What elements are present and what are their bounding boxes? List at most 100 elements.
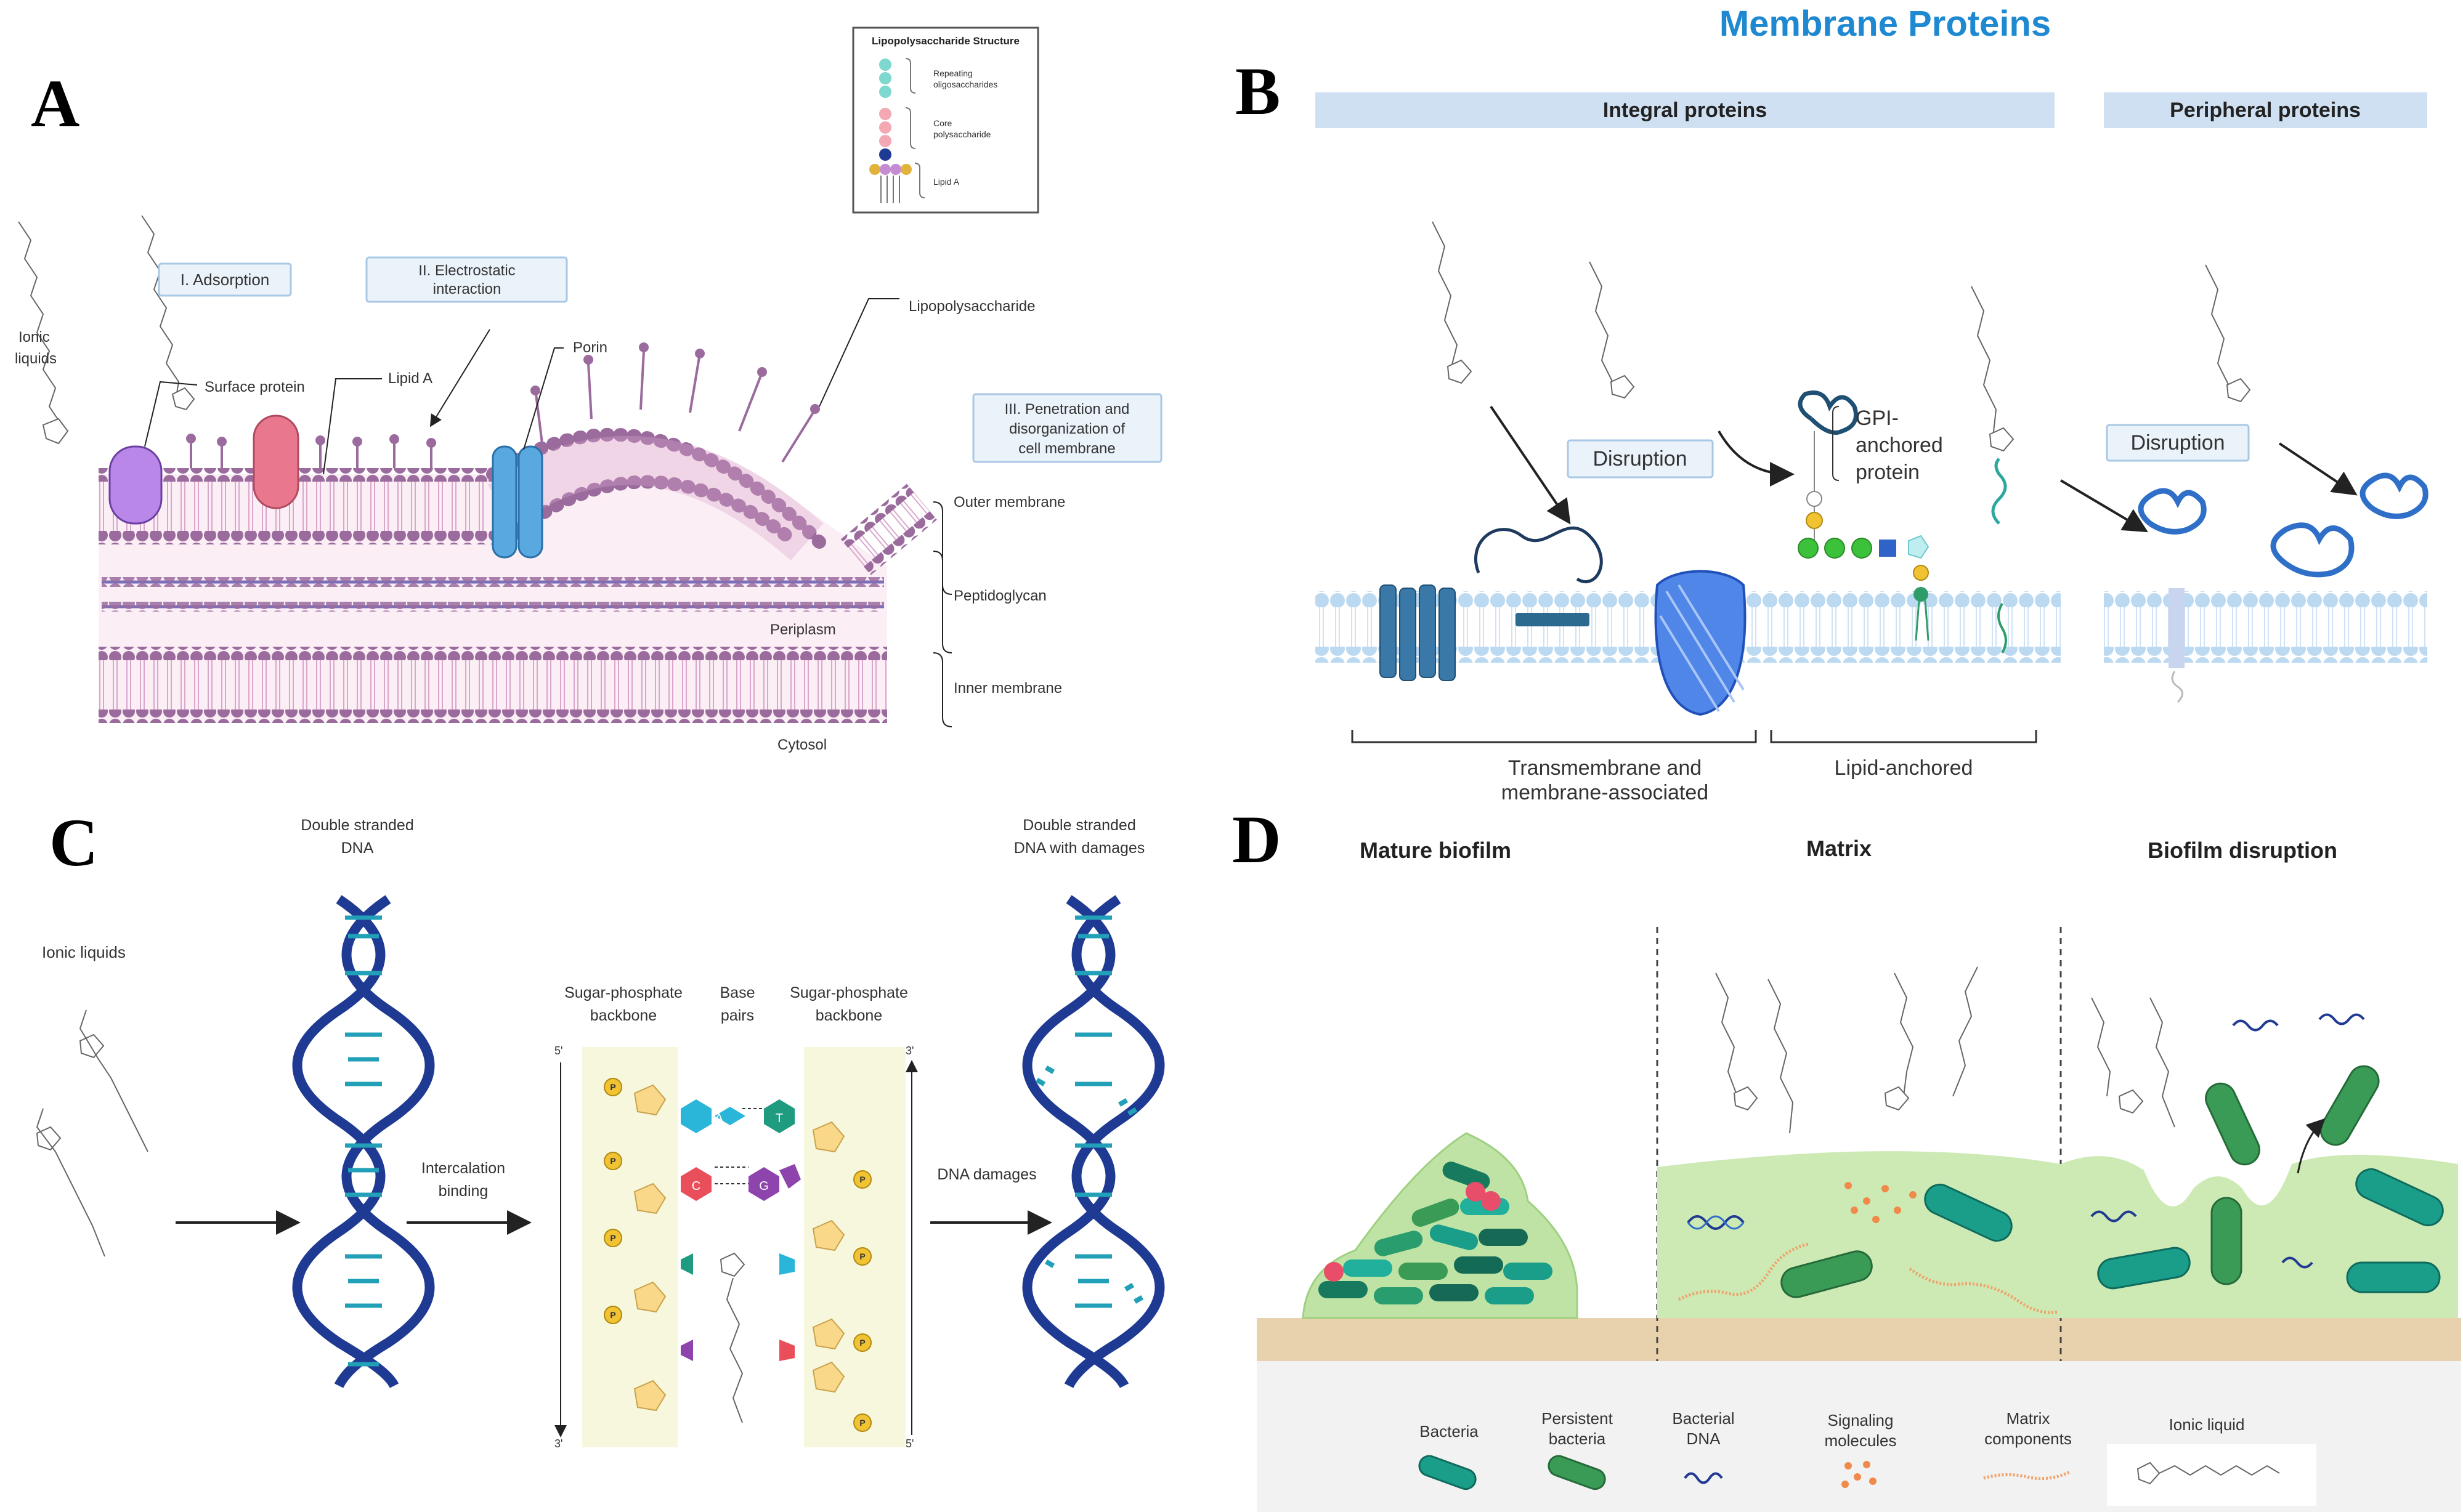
- adsorption-label: I. Adsorption: [181, 270, 270, 289]
- backbone-left-label-2: backbone: [590, 1007, 657, 1024]
- lipid-anchored-label: Lipid-anchored: [1835, 756, 1973, 780]
- biofilm-disruption-label: Biofilm disruption: [2148, 838, 2337, 863]
- transmembrane-label-2: membrane-associated: [1501, 781, 1708, 804]
- base-c-label: C: [692, 1179, 700, 1193]
- phosphate-l2: P: [610, 1156, 615, 1166]
- membrane-proteins-title: Membrane Proteins: [1719, 4, 2051, 44]
- beta-barrel-protein: [1654, 570, 1747, 716]
- electrostatic-label-1: II. Electrostatic: [418, 262, 515, 279]
- dna-damages-label: DNA damages: [937, 1166, 1036, 1183]
- lps-chain-icon: [869, 59, 912, 203]
- legend-bacteria-label: Bacteria: [1419, 1422, 1479, 1441]
- surface-protein-label: Surface protein: [205, 379, 305, 395]
- legend-dna-icon: [1684, 1472, 1723, 1484]
- lipid-anchored-tail: [1997, 602, 2007, 654]
- ds-dna-damaged-label-2: DNA with damages: [1014, 839, 1145, 857]
- ionic-liquids-a-1: Ionic: [18, 329, 50, 346]
- inner-membrane-tails: [99, 660, 887, 710]
- peptidoglycan-layer: [102, 577, 884, 612]
- peripheral-proteins-bar: [2104, 92, 2427, 128]
- outer-membrane-label: Outer membrane: [954, 494, 1065, 511]
- adsorption-box: [158, 262, 292, 297]
- panel-d: D Mature biofilm Matrix Biofilm disrupti…: [1232, 802, 2461, 1512]
- peripheral-proteins-label: Peripheral proteins: [2170, 99, 2361, 122]
- base-a-label: A: [715, 1112, 723, 1125]
- porin-label: Porin: [573, 339, 607, 356]
- ionic-liquids-a-2: liquids: [15, 350, 57, 367]
- cell-envelope: [99, 427, 937, 723]
- ionic-liquid-molecules-b: [1432, 221, 2251, 452]
- legend-matrix-label-1: Matrix: [2007, 1409, 2050, 1428]
- lps-structure-box: Lipopolysaccharide Structure Repeating: [852, 26, 1039, 214]
- periplasm-label: Periplasm: [770, 621, 836, 638]
- intercalated-ionic-liquid: [720, 1252, 745, 1423]
- phosphate-l4: P: [610, 1310, 615, 1320]
- biofilm-substrate: [1257, 1318, 2461, 1361]
- matrix-bacteria: [1780, 1183, 2013, 1298]
- inner-membrane-bottom-heads: [99, 710, 887, 723]
- legend-bacteria-icon: [1418, 1455, 1477, 1490]
- lipid-a-label: Lipid A: [388, 370, 432, 387]
- ds-dna-damaged-label-1: Double stranded: [1023, 817, 1135, 834]
- electrostatic-label-2: interaction: [433, 281, 501, 297]
- legend-signaling-label-2: molecules: [1824, 1431, 1896, 1450]
- phosphate-r3: P: [859, 1338, 865, 1348]
- base-pairs-label-2: pairs: [721, 1007, 754, 1024]
- matrix-label: Matrix: [1806, 836, 1872, 861]
- cytosol-label: Cytosol: [777, 737, 827, 753]
- legend-dna-label-2: DNA: [1687, 1429, 1721, 1448]
- lps-core-2: polysaccharide: [933, 129, 991, 139]
- phosphate-l1: P: [610, 1082, 615, 1092]
- five-prime-top: 5': [554, 1045, 562, 1057]
- gpi-label-2: anchored: [1856, 434, 1943, 457]
- outer-membrane-bottom-heads: [99, 531, 493, 544]
- porin-icon: [492, 445, 543, 559]
- legend-dna-label-1: Bacterial: [1672, 1409, 1734, 1428]
- disruption-label-2: Disruption: [2130, 431, 2225, 455]
- lps-chains: [186, 342, 820, 468]
- transmembrane-label-1: Transmembrane and: [1508, 756, 1702, 780]
- biofilm-legend: Bacteria Persistent bacteria Bacterial D…: [1418, 1409, 2316, 1506]
- lps-repeating-2: oligosaccharides: [933, 79, 997, 89]
- peptidoglycan-label: Peptidoglycan: [954, 588, 1047, 604]
- dna-fragments: [1036, 1065, 1144, 1304]
- mature-biofilm-label: Mature biofilm: [1360, 838, 1511, 863]
- disruption-label-1: Disruption: [1593, 447, 1687, 471]
- backbone-right-label-2: backbone: [816, 1007, 882, 1024]
- legend-signaling-icon: [1841, 1461, 1877, 1488]
- panel-b-bilayer-peripheral: [2104, 591, 2427, 663]
- lipopolysaccharide-label: Lipopolysaccharide: [909, 298, 1035, 315]
- released-dna: [2090, 1013, 2365, 1269]
- dna-helix-1: [292, 895, 435, 1389]
- outer-membrane-bulge-bottom: [505, 475, 801, 549]
- legend-matrix-label-2: components: [1984, 1429, 2072, 1448]
- dna-helix-2-damaged: [1022, 895, 1165, 1389]
- matrix-dna-1: [1687, 1215, 1745, 1230]
- phosphate-r2: P: [859, 1251, 865, 1261]
- backbone-left-label-1: Sugar-phosphate: [564, 984, 683, 1001]
- ds-dna-label-1: Double stranded: [301, 817, 413, 834]
- membrane-fragment: [840, 483, 937, 575]
- panel-c: C Double stranded DNA Double stranded DN…: [36, 805, 1165, 1450]
- penetration-box: [972, 393, 1163, 463]
- base-g-label: G: [759, 1179, 769, 1193]
- ionic-liquids-c-label: Ionic liquids: [42, 943, 126, 961]
- integral-proteins-label: Integral proteins: [1603, 99, 1767, 122]
- backbone-right-label-1: Sugar-phosphate: [790, 984, 908, 1001]
- panel-d-letter: D: [1232, 802, 1281, 877]
- inner-membrane-label: Inner membrane: [954, 680, 1062, 697]
- base-pair-c-g: C G: [681, 1164, 801, 1201]
- broken-bases: [681, 1253, 795, 1361]
- panel-b-letter: B: [1235, 54, 1280, 129]
- peripheral-protein-2: [2270, 522, 2355, 578]
- gpi-label-3: protein: [1856, 461, 1920, 484]
- legend-ionic-liquid-icon: [2136, 1461, 2280, 1485]
- membrane-associated-protein: [1474, 526, 1603, 626]
- intercalation-label-2: binding: [439, 1183, 489, 1200]
- penetration-label-3: cell membrane: [1018, 440, 1115, 457]
- intercalation-label-1: Intercalation: [421, 1160, 505, 1177]
- surface-protein-pink: [253, 414, 299, 509]
- disruption-box-1: [1567, 439, 1714, 479]
- base-t-label: T: [776, 1112, 783, 1125]
- peripheral-protein-3: [2360, 472, 2429, 519]
